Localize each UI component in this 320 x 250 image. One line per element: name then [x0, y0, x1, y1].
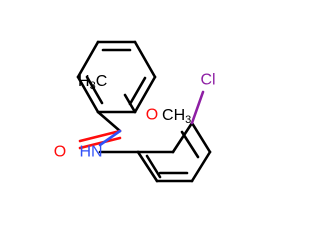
molecule-structure: O HN H3C O CH3 Cl: [54, 40, 216, 183]
methyl-2-c: C: [162, 107, 174, 124]
bond-group: [76, 40, 212, 183]
amide-nh-label: HN: [79, 144, 102, 161]
methyl-1-subscript: 3: [90, 80, 96, 92]
bond-line: [123, 93, 137, 114]
methyl-2-h: H: [174, 107, 186, 124]
methyl-2-subscript: 3: [185, 114, 191, 126]
methyl-1-c: C: [96, 73, 108, 90]
methyl-1-h: H: [78, 73, 90, 90]
structure-canvas: O HN H3C O CH3 Cl: [54, 40, 216, 183]
bond-line: [190, 150, 212, 183]
bond-line: [136, 150, 159, 183]
bond-line: [76, 75, 100, 114]
methyl-group-2-label: CH3: [162, 107, 191, 127]
bond-line: [190, 90, 205, 125]
bond-line: [190, 121, 212, 154]
bond-line: [128, 76, 147, 106]
carbonyl-oxygen-label: O: [54, 144, 66, 161]
bond-line: [133, 75, 157, 114]
bond-line: [180, 130, 200, 159]
bond-line: [133, 40, 157, 79]
bond-line: [145, 154, 162, 179]
bond-line: [171, 121, 194, 154]
bond-line: [98, 129, 122, 147]
methyl-group-1-label: H3C: [78, 73, 107, 93]
bond-line: [78, 129, 122, 143]
bond-line: [78, 136, 122, 150]
bond-line: [96, 110, 122, 133]
chlorine-label: Cl: [200, 72, 215, 89]
bond-line: [76, 40, 100, 79]
ether-oxygen-label: O: [146, 107, 158, 124]
bond-line: [85, 75, 104, 105]
